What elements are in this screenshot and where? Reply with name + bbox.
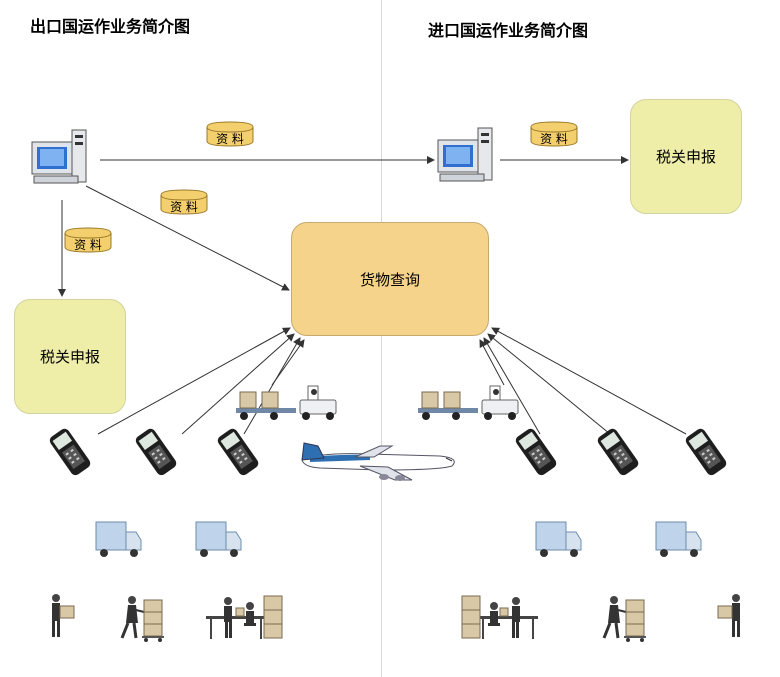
- handheld-scanner-icon: [683, 426, 729, 478]
- baggage-tractor-icon: [417, 385, 519, 421]
- airplane-icon: [301, 442, 455, 482]
- document-icon: 资 料: [530, 121, 578, 147]
- workstation-icon: [205, 595, 283, 640]
- import-title: 进口国运作业务简介图: [428, 21, 589, 40]
- handheld-scanner-icon: [133, 426, 179, 478]
- arrow-tractor-1-to-query: [271, 339, 305, 386]
- document-icon: 资 料: [64, 227, 112, 253]
- document-label: 资 料: [74, 238, 102, 252]
- handheld-scanner-icon: [215, 426, 261, 478]
- arrow-scanner-4-to-query: [483, 337, 541, 435]
- handheld-scanner-icon: [513, 426, 559, 478]
- computer-icon: [437, 127, 493, 182]
- truck-icon: [535, 521, 582, 558]
- baggage-tractor-icon: [235, 385, 337, 421]
- export-title: 出口国运作业务简介图: [30, 17, 191, 36]
- arrow-scanner-1-to-query: [97, 327, 291, 435]
- customs-declaration-box-import[interactable]: 税关申报: [630, 99, 742, 214]
- porter-icon: [51, 593, 75, 638]
- handheld-scanner-icon: [595, 426, 641, 478]
- truck-icon: [655, 521, 702, 558]
- arrow-tractor-2-to-query: [479, 339, 505, 386]
- arrow-export-pc-to-query: [85, 185, 290, 291]
- workstation-icon: [461, 595, 539, 640]
- worker-with-cart-icon: [602, 594, 648, 644]
- arrow-scanner-3-to-query: [243, 337, 301, 435]
- truck-icon: [95, 521, 142, 558]
- cargo-query-label: 货物查询: [359, 270, 420, 289]
- customs-declaration-label: 税关申报: [655, 148, 716, 166]
- document-icon: 资 料: [206, 121, 254, 147]
- document-label: 资 料: [540, 132, 568, 146]
- customs-declaration-label: 税关申报: [39, 348, 100, 366]
- arrow-scanner-6-to-query: [491, 327, 687, 435]
- connector-arrows: [58, 156, 687, 435]
- document-label: 资 料: [216, 132, 244, 146]
- computer-icon: [31, 129, 87, 184]
- document-label: 资 料: [170, 200, 198, 214]
- worker-with-cart-icon: [120, 594, 166, 644]
- customs-declaration-box-export[interactable]: 税关申报: [14, 299, 126, 414]
- divider-line: [381, 0, 382, 677]
- truck-icon: [195, 521, 242, 558]
- arrow-scanner-5-to-query: [487, 333, 611, 435]
- document-icon: 资 料: [160, 189, 208, 215]
- porter-icon: [717, 593, 741, 638]
- arrow-scanner-2-to-query: [181, 333, 295, 435]
- handheld-scanner-icon: [47, 426, 93, 478]
- cargo-query-box[interactable]: 货物查询: [291, 222, 489, 336]
